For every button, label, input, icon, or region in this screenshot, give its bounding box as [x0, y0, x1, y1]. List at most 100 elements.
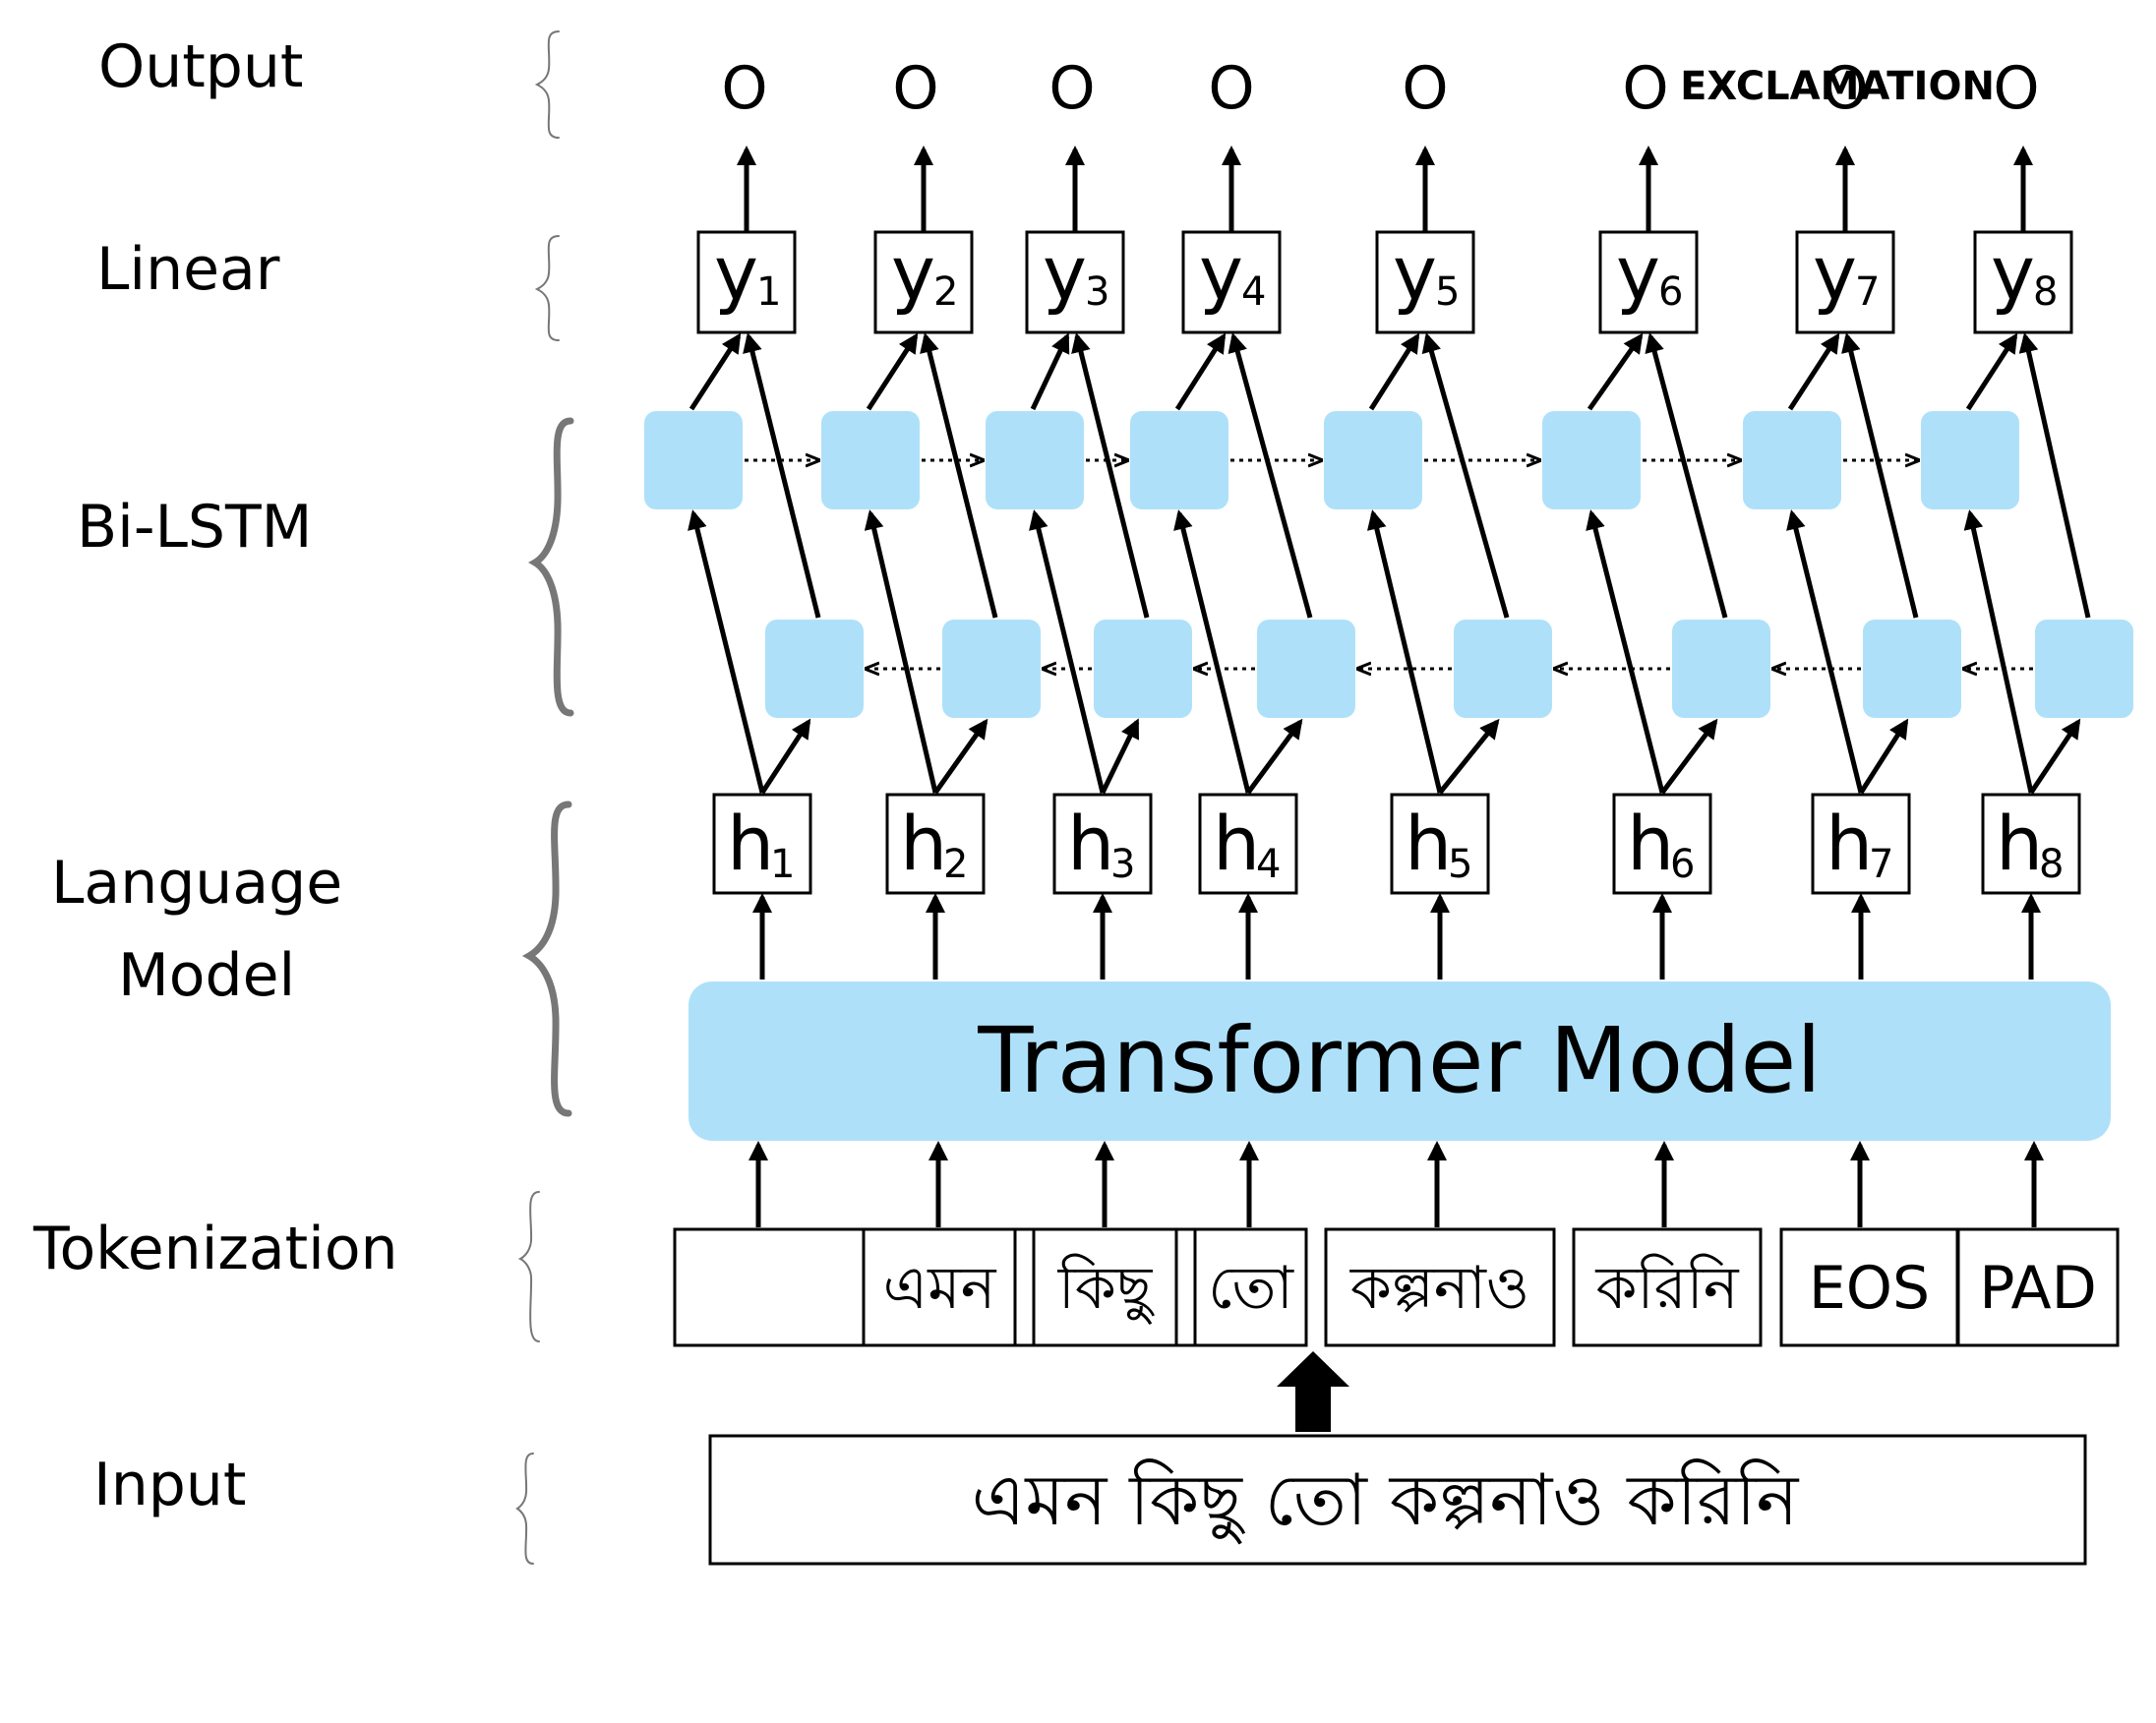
hidden-subscript: 6: [1670, 842, 1695, 887]
brace-linear: [534, 235, 560, 341]
hidden-to-forward-arrow: [1029, 509, 1106, 794]
hidden-subscript: 1: [770, 842, 795, 887]
linear-symbol: y: [714, 229, 758, 317]
token-label: EOS: [1809, 1254, 1930, 1323]
token-box: [1032, 1227, 1178, 1347]
hidden-subscript: 7: [1869, 842, 1893, 887]
token-box: [1193, 1227, 1308, 1347]
output-label: O: [1993, 54, 2039, 123]
linear-output-box: [1181, 230, 1282, 334]
layer-label-input: Input: [93, 1451, 246, 1519]
hidden-symbol: h: [1405, 800, 1452, 887]
token-label: তো: [1208, 1254, 1294, 1323]
hidden-state-box: [1981, 793, 2081, 895]
hidden-to-forward-arrow: [1586, 509, 1665, 794]
linear-output-box: [1795, 230, 1895, 334]
forward-to-linear-arrow: [1174, 332, 1227, 411]
forward-to-linear-arrow: [689, 332, 742, 411]
forward-lstm-cell: [821, 411, 920, 509]
hidden-subscript: 8: [2039, 842, 2064, 887]
output-label: O: [1402, 54, 1448, 123]
forward-to-linear-arrow: [1368, 332, 1420, 411]
backward-lstm-cell: [942, 620, 1041, 718]
output-label: O: [1822, 54, 1868, 123]
token-label: কিছু: [1057, 1253, 1156, 1324]
forward-to-linear-arrow: [1965, 332, 2018, 411]
linear-output-box: [1025, 230, 1125, 334]
backward-to-linear-arrow: [743, 332, 821, 619]
hidden-to-forward-arrow: [1173, 509, 1251, 794]
hidden-symbol: h: [1067, 800, 1114, 887]
hidden-to-backward-arrow: [1245, 718, 1303, 795]
forward-to-linear-arrow: [866, 332, 919, 411]
linear-output-box: [1973, 230, 2073, 334]
linear-symbol: y: [1991, 229, 2035, 317]
brace-output: [534, 30, 560, 139]
hidden-to-backward-arrow: [932, 718, 988, 795]
token-label: কল্পনাও: [1349, 1254, 1529, 1323]
linear-subscript: 5: [1435, 269, 1460, 315]
token-label: PAD: [1979, 1254, 2097, 1323]
layer-label-tokenization: Tokenization: [32, 1215, 398, 1283]
linear-subscript: 7: [1855, 269, 1880, 315]
layer-label-language: Language: [51, 849, 342, 918]
backward-to-linear-arrow: [2018, 332, 2091, 619]
hidden-to-forward-arrow: [864, 509, 938, 794]
hidden-to-forward-arrow: [1786, 509, 1864, 794]
hidden-to-forward-arrow: [688, 509, 765, 794]
forward-lstm-cell: [1542, 411, 1641, 509]
token-box: [1324, 1227, 1556, 1347]
forward-lstm-cell: [1921, 411, 2019, 509]
input-to-tokens-arrow: [1277, 1351, 1349, 1432]
hidden-symbol: h: [1826, 800, 1873, 887]
token-box: [1779, 1227, 1959, 1347]
backward-lstm-cell: [765, 620, 864, 718]
backward-to-linear-arrow: [1228, 332, 1313, 619]
token-box: [862, 1227, 1017, 1347]
linear-symbol: y: [891, 229, 935, 317]
hidden-symbol: h: [1996, 800, 2043, 887]
output-label: O: [1622, 54, 1668, 123]
input-sentence: এমন কিছু তো কল্পনাও করিনি: [972, 1458, 1800, 1544]
linear-symbol: y: [1393, 229, 1437, 317]
brace-tokenization: [517, 1191, 540, 1342]
backward-lstm-cell: [1863, 620, 1961, 718]
linear-output-box: [1598, 230, 1699, 334]
output-label: O: [1048, 54, 1095, 123]
linear-subscript: 8: [2033, 269, 2058, 315]
hidden-to-backward-arrow: [1660, 718, 1718, 795]
linear-output-box: [1375, 230, 1475, 334]
hidden-state-box: [1390, 793, 1490, 895]
token-label: করিনি: [1594, 1253, 1739, 1323]
hidden-symbol: h: [727, 800, 774, 887]
backward-to-linear-arrow: [1841, 332, 1919, 619]
hidden-to-forward-arrow: [1963, 509, 2034, 794]
forward-lstm-cell: [1324, 411, 1422, 509]
hidden-subscript: 3: [1110, 842, 1135, 887]
hidden-to-forward-arrow: [1367, 509, 1443, 794]
brace-bilstm: [528, 417, 574, 717]
token-label: এমন: [883, 1254, 997, 1323]
linear-symbol: y: [1616, 229, 1660, 317]
backward-lstm-cell: [1257, 620, 1355, 718]
forward-lstm-cell: [1130, 411, 1228, 509]
linear-subscript: 6: [1658, 269, 1683, 315]
hidden-subscript: 4: [1256, 842, 1281, 887]
backward-to-linear-arrow: [1071, 332, 1150, 619]
backward-to-linear-arrow: [1421, 332, 1510, 619]
hidden-subscript: 2: [943, 842, 968, 887]
linear-subscript: 3: [1085, 269, 1109, 315]
hidden-symbol: h: [1627, 800, 1674, 887]
transformer-model-block: [689, 981, 2111, 1141]
hidden-symbol: h: [1213, 800, 1260, 887]
linear-output-box: [696, 230, 797, 334]
hidden-subscript: 5: [1448, 842, 1472, 887]
forward-to-linear-arrow: [1587, 332, 1644, 411]
linear-symbol: y: [1813, 229, 1857, 317]
hidden-to-backward-arrow: [1100, 718, 1140, 795]
hidden-to-backward-arrow: [759, 718, 811, 795]
brace-language-model: [521, 801, 572, 1117]
linear-symbol: y: [1199, 229, 1243, 317]
